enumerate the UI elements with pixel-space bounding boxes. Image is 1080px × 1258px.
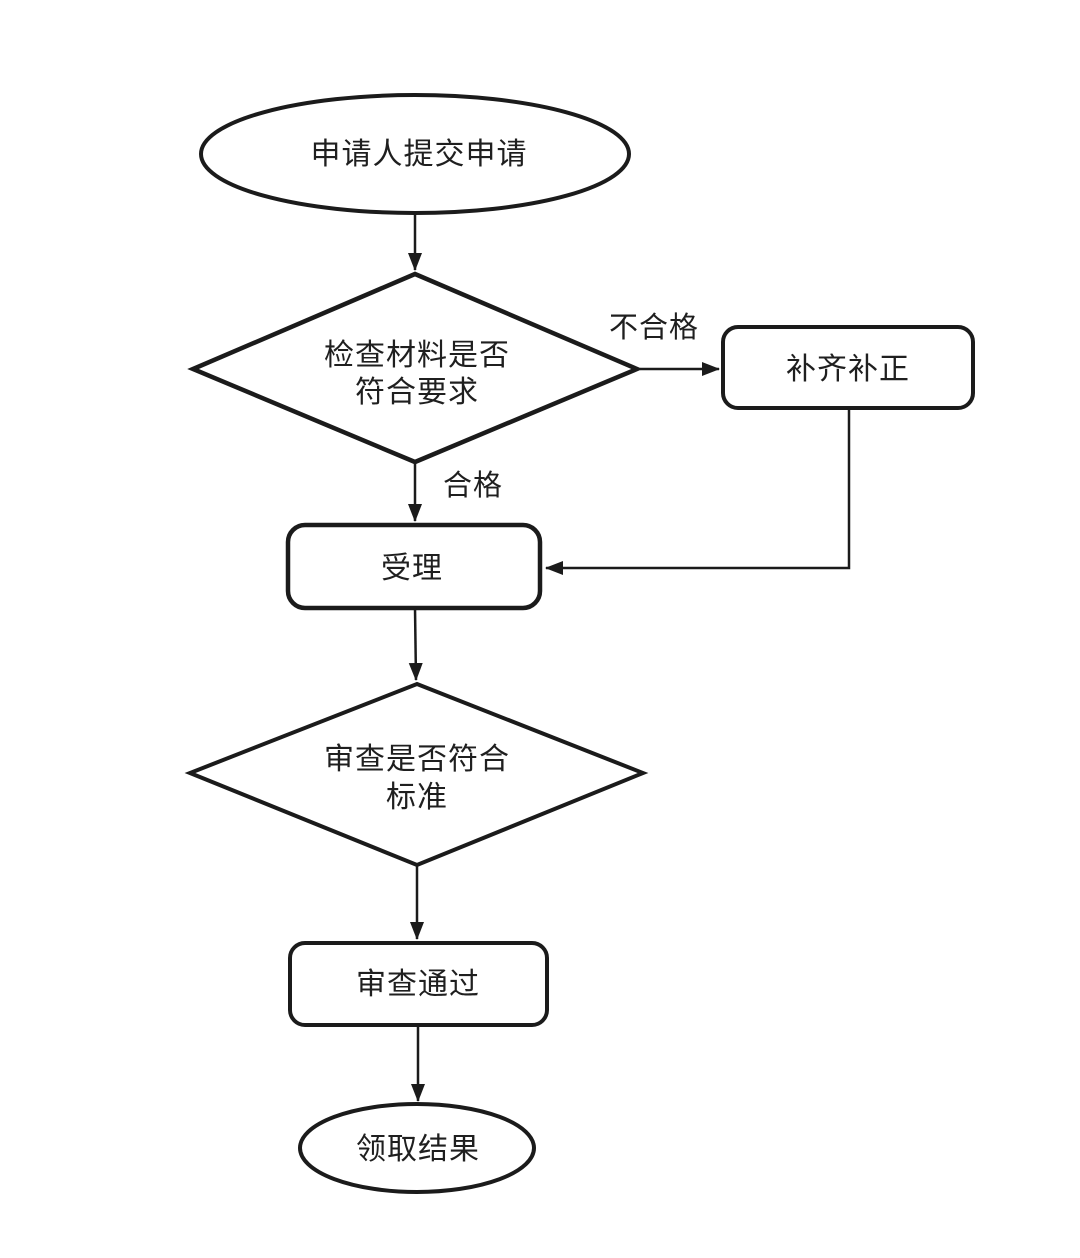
edge-supplement-to-accept (545, 408, 851, 575)
end-node-label: 领取结果 (356, 1133, 480, 1166)
review-passed-node-label: 审查通过 (356, 968, 480, 1001)
edge-accept-to-review (408, 607, 423, 681)
accept-node-label: 受理 (381, 552, 443, 585)
review-decision-shape (184, 681, 649, 868)
end-node-shape (298, 1102, 536, 1194)
edge-label-unqualified: 不合格 (609, 311, 699, 344)
check-materials-label-line2: 符合要求 (355, 376, 479, 409)
review-label-line1: 审查是否符合 (324, 743, 510, 776)
start-node-label: 申请人提交申请 (311, 138, 528, 171)
check-materials-label-line1: 检查材料是否 (324, 339, 510, 372)
edge-label-qualified: 合格 (443, 469, 503, 502)
supplement-node-label: 补齐补正 (786, 353, 910, 386)
accept-node-shape (285, 522, 543, 611)
review-label-line2: 标准 (386, 781, 448, 814)
